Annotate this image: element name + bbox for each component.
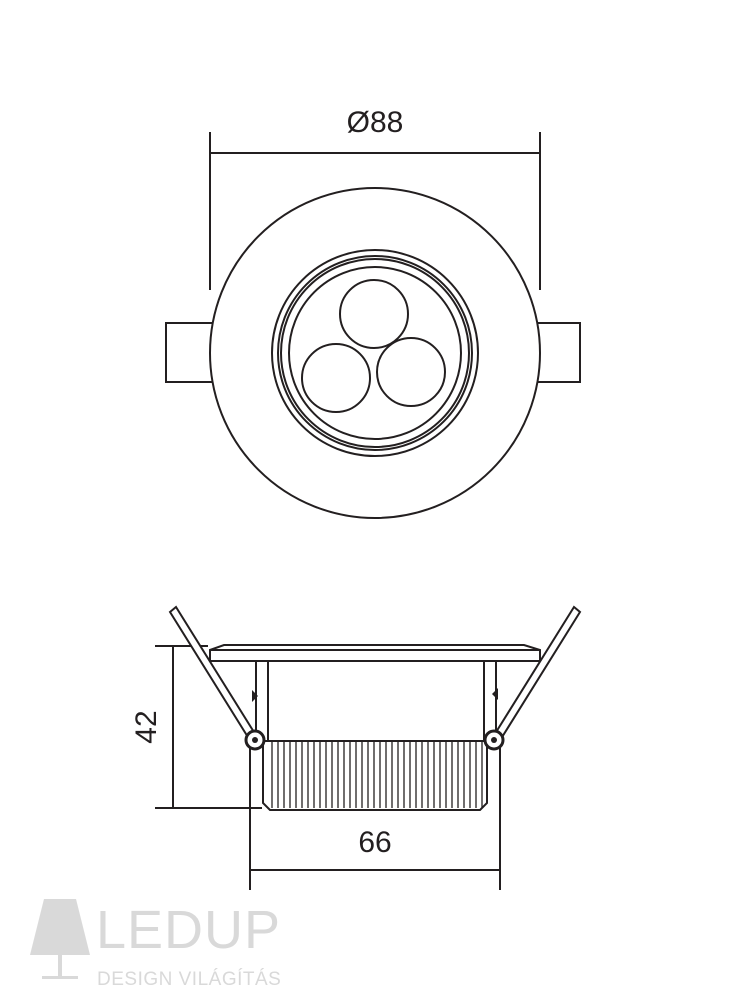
spring-right: [491, 605, 582, 744]
spring-left: [168, 605, 259, 744]
reflector-ring: [288, 266, 462, 440]
led-left: [301, 343, 371, 413]
bezel-inner: [280, 258, 470, 448]
lamp-stem: [58, 955, 62, 977]
ledup-logo: LEDUP DESIGN VILÁGÍTÁS: [30, 899, 281, 990]
side-view: [155, 605, 582, 890]
flange: [209, 644, 541, 662]
clip-left: [165, 322, 216, 383]
clip-tab-right: [492, 688, 498, 700]
lamp-base: [42, 976, 78, 979]
pivot-left-center: [252, 737, 258, 743]
clip-tab-left: [252, 690, 258, 702]
width-dimension: [249, 740, 501, 890]
bezel-outer: [271, 249, 479, 457]
bezel-mid: [277, 255, 473, 451]
height-label: 42: [130, 710, 163, 743]
logo-tagline: DESIGN VILÁGÍTÁS: [97, 969, 281, 990]
logo-brand: LEDUP: [96, 900, 281, 960]
lamp-shade-icon: [30, 899, 90, 955]
led-right: [376, 337, 446, 407]
led-top: [339, 279, 409, 349]
top-view: [165, 132, 581, 519]
heatsink-fins: [271, 741, 483, 808]
diameter-dimension: [209, 132, 541, 290]
pivot-right-center: [491, 737, 497, 743]
diameter-label: Ø88: [347, 106, 404, 139]
width-label: 66: [358, 826, 391, 859]
outer-ring: [209, 187, 541, 519]
body: [255, 660, 497, 742]
clip-right: [534, 322, 581, 383]
